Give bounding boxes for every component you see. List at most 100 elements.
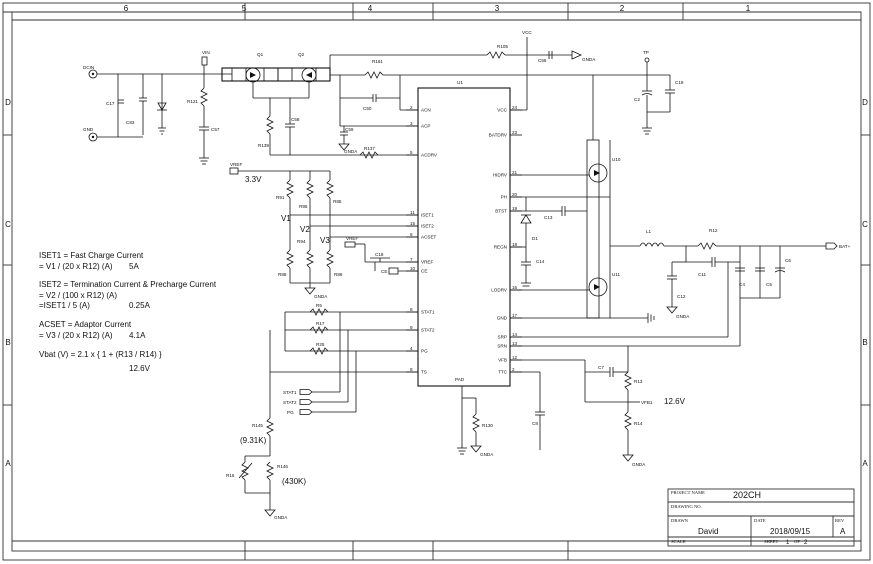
u1-pin-name-left: VREF bbox=[421, 260, 433, 265]
u1-pin-num-right: 13 bbox=[512, 341, 518, 346]
tb-drawn-by: David bbox=[698, 527, 718, 536]
v3-label: V3 bbox=[320, 236, 330, 245]
c19-ref: C19 bbox=[675, 80, 684, 85]
col-label-1: 1 bbox=[746, 4, 751, 13]
u1-pin-name-left: PG bbox=[421, 349, 428, 354]
gnda-label-c59: GNDA bbox=[344, 149, 358, 154]
u1-pin-name-right: SRP bbox=[498, 335, 507, 340]
vin-port-icon bbox=[201, 56, 208, 66]
c13-ref: C13 bbox=[544, 215, 553, 220]
u1-pin-num-left: 11 bbox=[410, 210, 415, 215]
u1-left-pins: ACN2ACP3ACDRV5ISET111ISET215ACSET6VREF7C… bbox=[406, 105, 438, 375]
vin-label: VIN bbox=[202, 50, 210, 55]
column-labels: 6 5 4 3 2 1 bbox=[124, 4, 751, 13]
d1-diode-icon bbox=[520, 214, 532, 224]
u1-pin-num-left: 6 bbox=[410, 232, 413, 237]
c14-ref: C14 bbox=[536, 259, 545, 264]
u1-pad-label: PAD bbox=[455, 377, 465, 382]
u1-pin-name-left: ACN bbox=[421, 108, 431, 113]
gnda-label-r14: GNDA bbox=[632, 462, 646, 467]
q2-ref: Q2 bbox=[298, 52, 305, 57]
iset-divider-network: VREF 3.3V R91 R95 R85 V1 V2 V3 R94 R88 R… bbox=[229, 162, 418, 299]
vbat-voltage: 12.6V bbox=[664, 397, 686, 406]
vcc-label: VCC bbox=[522, 30, 532, 35]
u1-pin-name-right: BATDRV bbox=[489, 133, 508, 138]
r86-ref: R86 bbox=[334, 272, 343, 277]
u1-ref: U1 bbox=[457, 80, 463, 85]
note-acset-formula: = V3 / (20 x R12) (A) bbox=[39, 331, 113, 340]
dcin-label: DCIN bbox=[83, 65, 94, 70]
stat2-port-icon bbox=[299, 399, 313, 405]
q1-box bbox=[231, 67, 247, 82]
tb-of-label: OF bbox=[794, 539, 800, 544]
note-iset1-value: 5A bbox=[129, 262, 139, 271]
c83-ref: C83 bbox=[126, 120, 135, 125]
c17-ref: C17 bbox=[106, 101, 115, 106]
u1-pin-name-right: VCC bbox=[497, 108, 507, 113]
u1-bottom-network: R130 GNDA bbox=[457, 386, 494, 457]
u1-pin-name-left: TS bbox=[421, 370, 427, 375]
gnda-label-c12: GNDA bbox=[676, 314, 690, 319]
pg-port-icon bbox=[299, 409, 313, 415]
vref-label-2: VREF bbox=[346, 236, 358, 241]
row-label-b-left: B bbox=[5, 338, 10, 347]
note-iset2-value: 0.25A bbox=[129, 301, 151, 310]
u1-pin-name-right: SRN bbox=[497, 344, 507, 349]
c56-ref: C56 bbox=[538, 58, 547, 63]
vfb1-label: VFB1 bbox=[641, 400, 653, 405]
u1-pin-num-right: 14 bbox=[512, 332, 518, 337]
u1-pin-num-left: 8 bbox=[410, 307, 413, 312]
c18-ref: C18 bbox=[375, 252, 384, 257]
vref-voltage: 3.3V bbox=[245, 175, 262, 184]
r105-ref: R105 bbox=[497, 44, 508, 49]
row-label-c-right: C bbox=[862, 220, 868, 229]
tb-sheet-total: 2 bbox=[804, 540, 808, 546]
r85-ref: R85 bbox=[333, 199, 342, 204]
r91-ref: R91 bbox=[276, 195, 285, 200]
r161-ref: R161 bbox=[372, 59, 383, 64]
u1-pin-name-left: ACSET bbox=[421, 235, 437, 240]
r17-ref: R17 bbox=[316, 321, 325, 326]
u1-pin-num-left: 7 bbox=[410, 257, 413, 262]
tb-date: 2018/09/15 bbox=[770, 527, 811, 536]
u1-pin-num-right: 12 bbox=[512, 355, 518, 360]
u1-pin-num-left: 2 bbox=[410, 105, 413, 110]
u1-pin-num-left: 15 bbox=[410, 221, 416, 226]
vref-port-icon bbox=[229, 167, 239, 175]
r88-ref: R88 bbox=[278, 272, 287, 277]
u1-pin-num-left: 4 bbox=[410, 346, 413, 351]
v1-label: V1 bbox=[281, 214, 291, 223]
c8-ref: C8 bbox=[532, 421, 538, 426]
l1-ref: L1 bbox=[646, 229, 652, 234]
u1-pin-name-right: TTC bbox=[498, 370, 508, 375]
u1-pin-num-right: 19 bbox=[512, 206, 518, 211]
input-mosfets: Q1 Q2 R139 C58 bbox=[221, 52, 418, 156]
r146-ref: R146 bbox=[277, 464, 288, 469]
u1-pin-name-right: BTST bbox=[495, 209, 507, 214]
gnda-label-r130: GNDA bbox=[480, 452, 494, 457]
row-label-d-right: D bbox=[862, 98, 868, 107]
c12-ref: C12 bbox=[677, 294, 686, 299]
c57-ref: C57 bbox=[211, 127, 220, 132]
tb-drawn-label: DRAWN bbox=[671, 518, 689, 523]
note-acset-value: 4.1A bbox=[129, 331, 146, 340]
gnda-label-top: GNDA bbox=[582, 57, 596, 62]
tb-project-label: PROJECT NAME bbox=[671, 490, 705, 495]
u1-pin-name-right: GND bbox=[497, 316, 508, 321]
r139-ref: R139 bbox=[258, 143, 269, 148]
u1-pin-name-left: ISET2 bbox=[421, 224, 434, 229]
r12-ref: R12 bbox=[709, 228, 718, 233]
c4-ref: C4 bbox=[739, 282, 745, 287]
note-vbat-formula: Vbat (V) = 2.1 x { 1 + (R13 / R14) } bbox=[39, 350, 162, 359]
vref-label: VREF bbox=[230, 162, 242, 167]
input-sense: R161 C50 C59 GNDA R137 bbox=[330, 59, 640, 159]
c11-ref: C11 bbox=[698, 272, 707, 277]
r121-ref: R121 bbox=[187, 99, 198, 104]
u1-pin-name-right: PH bbox=[501, 195, 507, 200]
u1-pin-num-right: 20 bbox=[512, 192, 518, 197]
tb-date-label: DATE bbox=[754, 518, 766, 523]
tb-sheet-label: SHEET bbox=[764, 539, 778, 544]
